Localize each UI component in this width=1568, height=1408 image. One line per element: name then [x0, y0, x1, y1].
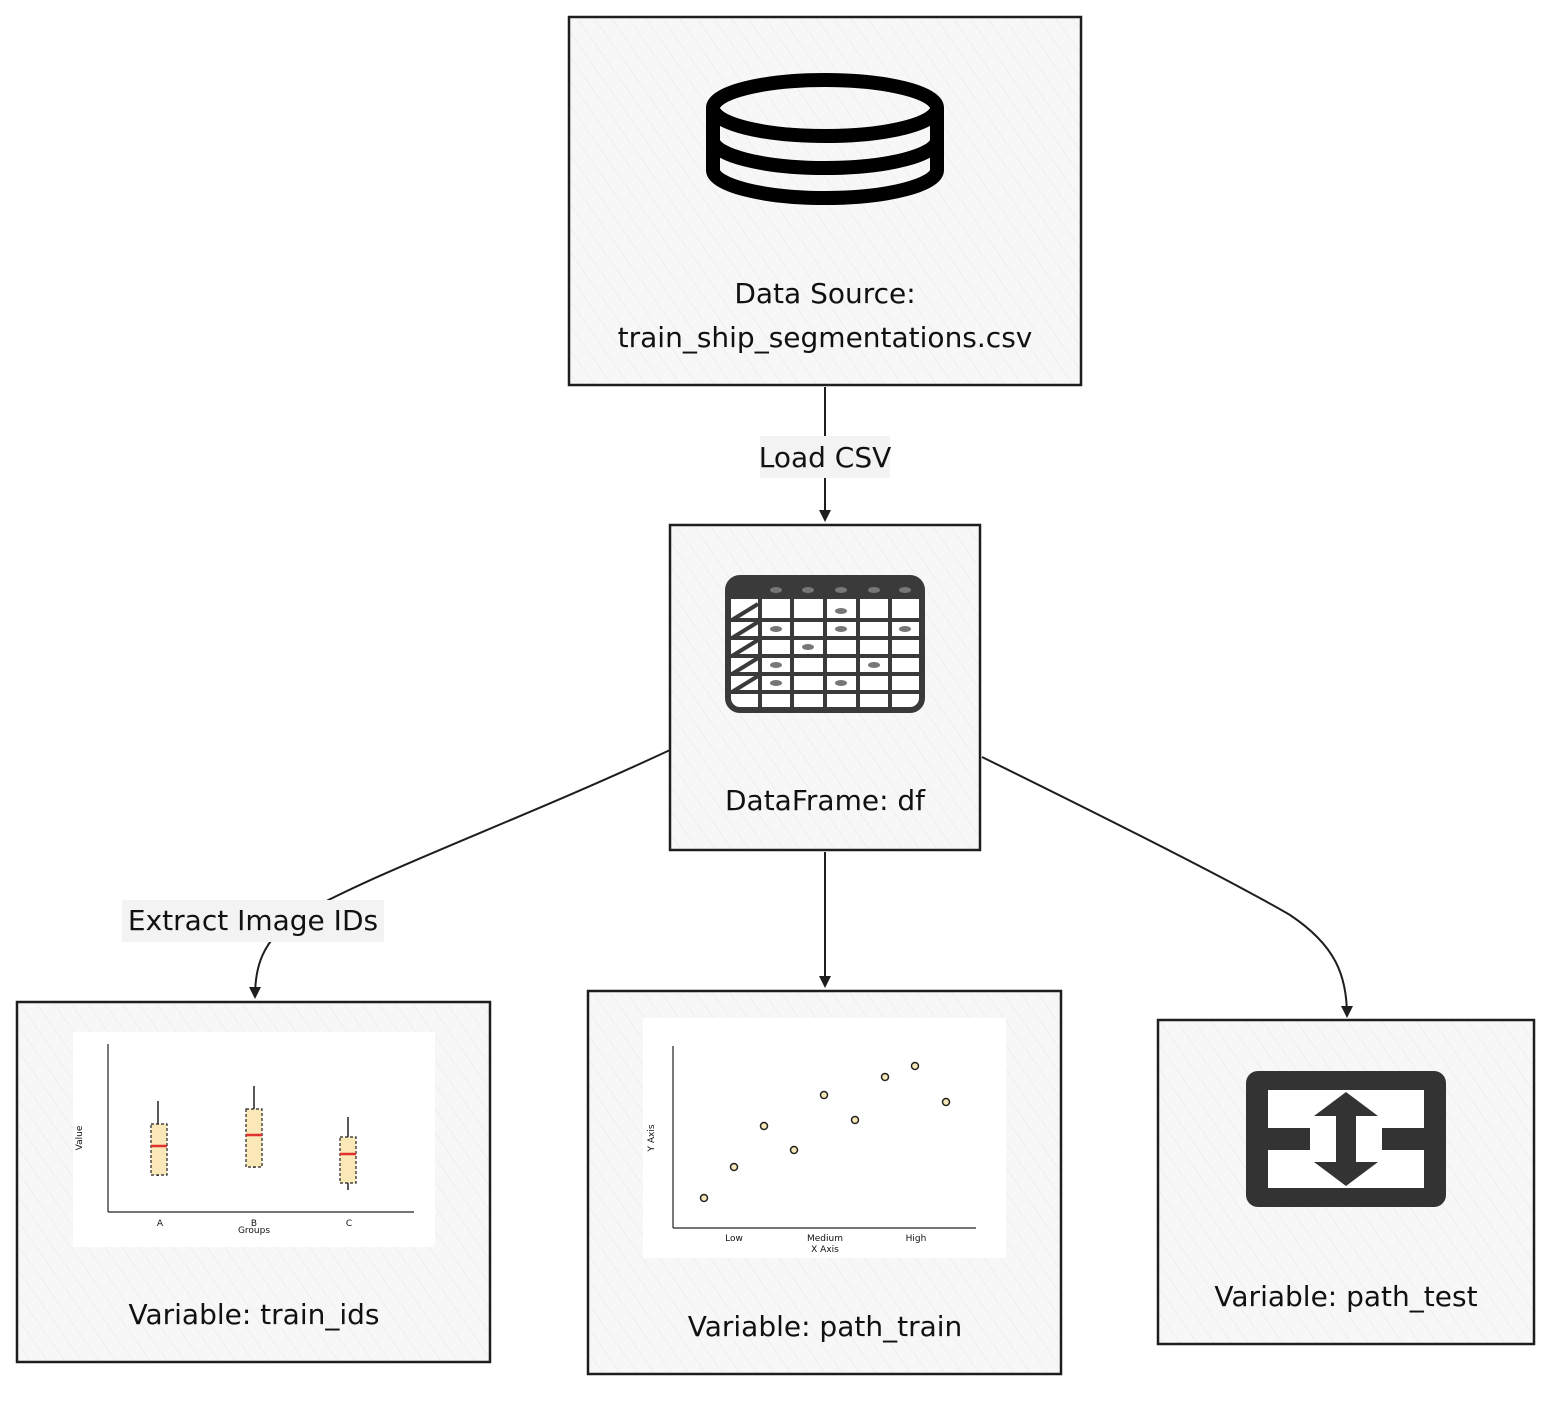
swap-vertical-icon	[1246, 1071, 1446, 1207]
scatter-chart-icon: Low Medium High X Axis Y Axis	[643, 1018, 1006, 1258]
node-label: Variable: path_train	[688, 1310, 963, 1343]
edge-to-path-test	[981, 756, 1353, 1018]
axis-label-x: Groups	[238, 1226, 270, 1236]
axis-label-y: Y Axis	[647, 1124, 657, 1152]
edge-label-bg	[760, 436, 890, 478]
tick-label: Low	[725, 1234, 743, 1244]
tick-label: High	[906, 1234, 927, 1244]
node-data-source[interactable]: Data Source: train_ship_segmentations.cs…	[567, 15, 1083, 387]
table-icon	[725, 575, 925, 713]
database-icon	[706, 73, 944, 206]
axis-label-y: Value	[75, 1125, 85, 1150]
edge-extract-image-ids: Extract Image IDs	[122, 749, 671, 999]
boxplot-chart-icon: A B C Groups Value	[73, 1032, 435, 1247]
edge-label-load-csv: Load CSV	[759, 441, 892, 474]
node-train-ids[interactable]: A B C Groups Value Variable: train_ids	[15, 1000, 492, 1364]
node-label-line1: Data Source:	[734, 277, 915, 310]
node-path-train[interactable]: Low Medium High X Axis Y Axis Variable: …	[586, 989, 1063, 1376]
tick-label: B	[251, 1219, 257, 1229]
tick-label: Medium	[807, 1234, 843, 1244]
node-path-test[interactable]: Variable: path_test	[1156, 1018, 1536, 1346]
edge-load-csv: Load CSV	[759, 387, 892, 522]
edge-label-bg	[122, 900, 384, 942]
edge-label-extract-image-ids: Extract Image IDs	[128, 904, 378, 937]
axis-label-x: X Axis	[811, 1245, 839, 1255]
node-label: DataFrame: df	[725, 784, 926, 817]
node-label: Variable: train_ids	[128, 1298, 379, 1331]
tick-label: A	[157, 1219, 164, 1229]
node-dataframe[interactable]: DataFrame: df	[668, 523, 982, 852]
tick-label: C	[346, 1219, 352, 1229]
node-label-line2: train_ship_segmentations.csv	[618, 321, 1033, 354]
node-label: Variable: path_test	[1214, 1280, 1477, 1313]
